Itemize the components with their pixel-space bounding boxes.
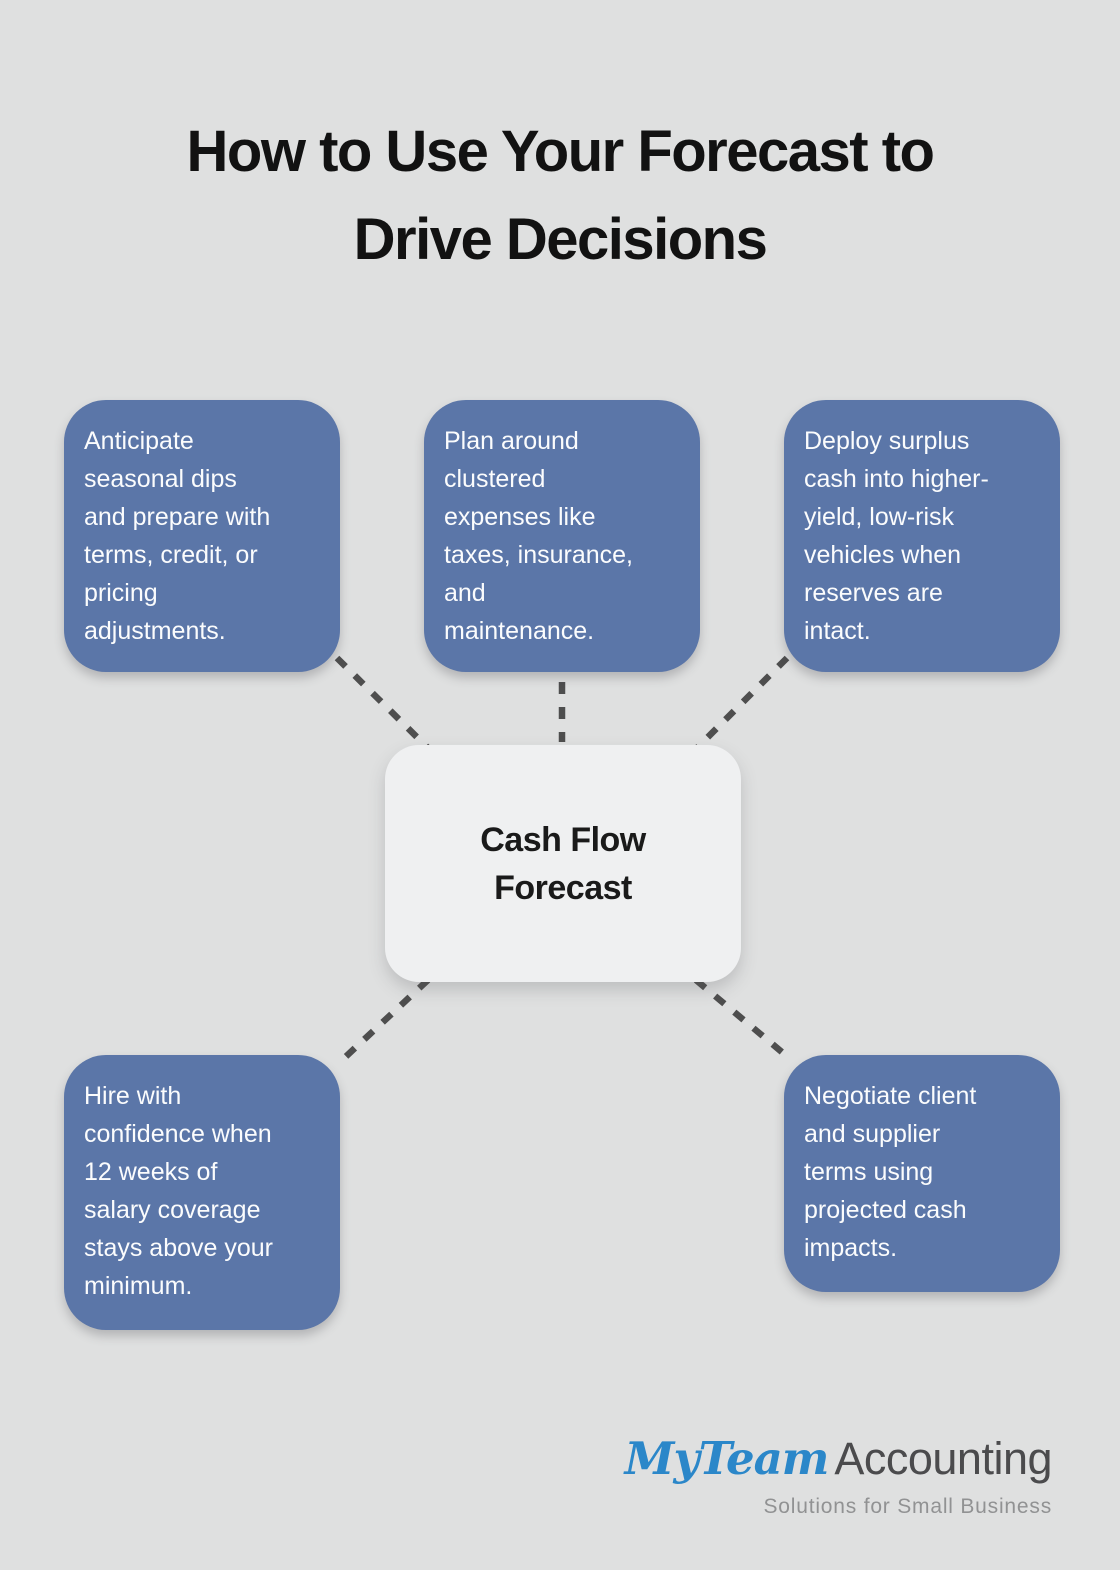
brand-logo-script-text: MyTeam [624, 1432, 830, 1485]
connector-deploy-to-center [692, 655, 790, 753]
node-hire-with-confidence: Hire with confidence when 12 weeks of sa… [64, 1055, 340, 1330]
connector-center-to-hire [337, 977, 431, 1065]
node-deploy-surplus-cash: Deploy surplus cash into higher- yield, … [784, 400, 1060, 672]
center-node-label: Cash Flow Forecast [480, 820, 646, 907]
brand-logo-tagline: Solutions for Small Business [763, 1495, 1052, 1518]
page-title: How to Use Your Forecast to Drive Decisi… [186, 119, 935, 272]
connector-center-to-negotiate [693, 977, 792, 1061]
node-plan-clustered-expenses: Plan around clustered expenses like taxe… [424, 400, 700, 672]
node-negotiate-terms: Negotiate client and supplier terms usin… [784, 1055, 1060, 1292]
connector-anticipate-to-center [334, 655, 433, 753]
node-anticipate-seasonal-dips: Anticipate seasonal dips and prepare wit… [64, 400, 340, 672]
brand-logo-rest-text: Accounting [834, 1433, 1052, 1484]
center-node-cash-flow-forecast: Cash Flow Forecast [385, 745, 741, 982]
